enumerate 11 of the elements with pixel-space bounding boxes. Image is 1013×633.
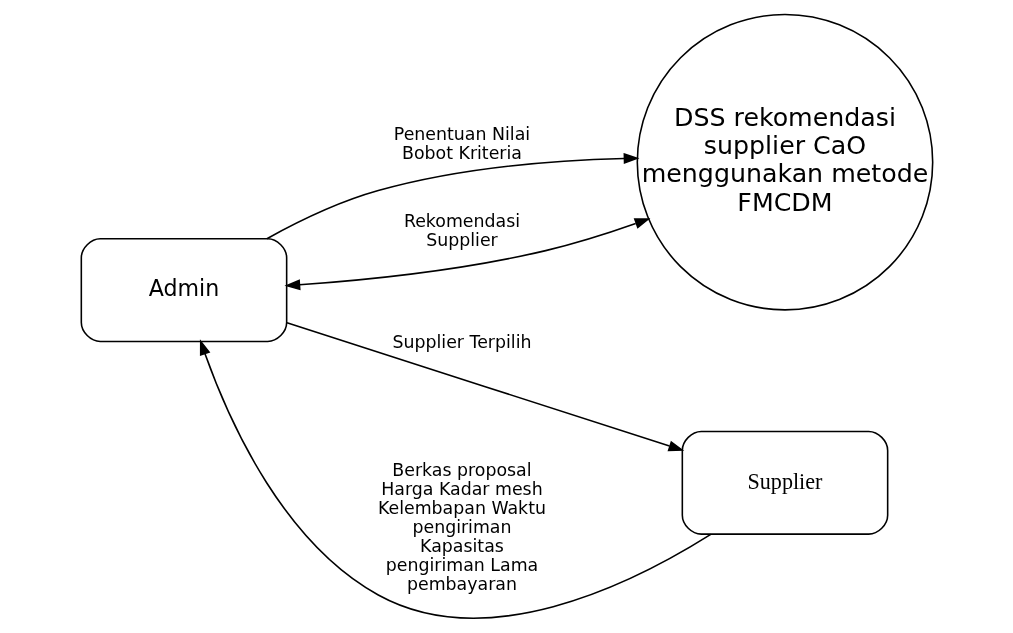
- arrow: [199, 339, 712, 619]
- arrow: [285, 322, 684, 452]
- edge-label: Penentuan Nilai Bobot Kriteria: [393, 123, 530, 163]
- arrow: [265, 153, 639, 240]
- edge-label: Rekomendasi Supplier: [403, 210, 520, 250]
- node-circle: DSS rekomendasi supplier CaO menggunakan metode FMCDM: [636, 13, 933, 311]
- edge-label: Supplier Terpilih: [391, 332, 531, 353]
- edge-label: Berkas proposal Harga Kadar mesh Kelembapan Waktu pengiriman Kapasitas pengiriman Lama pembayaran: [377, 460, 546, 594]
- arrow: [283, 218, 650, 291]
- node-box: Supplier: [681, 430, 888, 535]
- node-box: Admin: [80, 238, 287, 343]
